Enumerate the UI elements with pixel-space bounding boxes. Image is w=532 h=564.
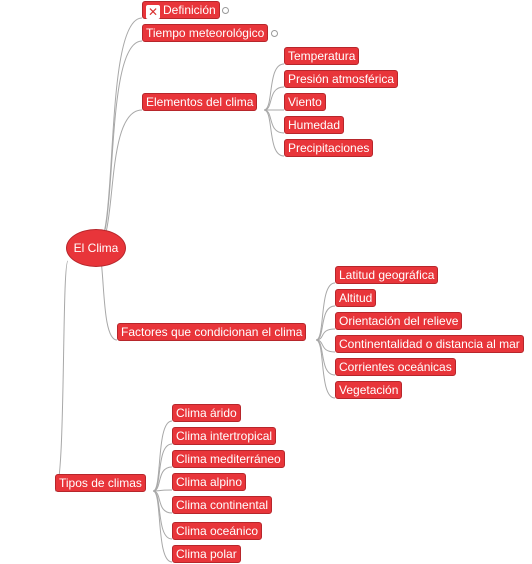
connector-line <box>315 328 336 341</box>
subtopic-clima-intertropical[interactable]: Clima intertropical <box>172 427 277 445</box>
subtopic-label: Clima oceánico <box>176 524 259 538</box>
connector-line <box>263 86 285 111</box>
x-icon: ✕ <box>146 5 160 19</box>
connector-line <box>315 339 336 376</box>
root-node[interactable]: El Clima <box>66 229 126 267</box>
subtopic-altitud[interactable]: Altitud <box>335 289 377 307</box>
subtopic-label: Humedad <box>288 118 341 132</box>
subtopic-label: Clima alpino <box>176 475 243 489</box>
subtopic-label: Latitud geográfica <box>339 268 435 282</box>
connector-line <box>263 63 285 111</box>
topic-factores[interactable]: Factores que condicionan el clima <box>117 323 307 341</box>
connector-line <box>95 109 143 248</box>
subtopic-label: Clima mediterráneo <box>176 452 281 466</box>
subtopic-latitud-geografica[interactable]: Latitud geográfica <box>335 266 439 284</box>
subtopic-clima-polar[interactable]: Clima polar <box>172 545 241 563</box>
subtopic-label: Altitud <box>339 291 373 305</box>
subtopic-label: Continentalidad o distancia al mar <box>339 337 520 351</box>
root-label: El Clima <box>73 241 119 255</box>
connector-line <box>152 466 173 492</box>
topic-elementos-del-clima[interactable]: Elementos del clima <box>142 93 258 111</box>
subtopic-label: Clima árido <box>176 406 237 420</box>
subtopic-vegetacion[interactable]: Vegetación <box>335 381 403 399</box>
subtopic-clima-oceanico[interactable]: Clima oceánico <box>172 522 263 540</box>
subtopic-presion-atmosferica[interactable]: Presión atmosférica <box>284 70 399 88</box>
subtopic-label: Orientación del relieve <box>339 314 459 328</box>
subtopic-label: Clima polar <box>176 547 237 561</box>
subtopic-viento[interactable]: Viento <box>284 93 326 111</box>
topic-tiempo-meteorologico[interactable]: Tiempo meteorológico <box>142 24 269 42</box>
subtopic-continentalidad[interactable]: Continentalidad o distancia al mar <box>335 335 524 353</box>
subtopic-clima-arido[interactable]: Clima árido <box>172 404 241 422</box>
subtopic-label: Viento <box>288 95 322 109</box>
topic-label: Definición <box>163 3 216 17</box>
subtopic-label: Presión atmosférica <box>288 72 395 86</box>
subtopic-label: Clima intertropical <box>176 429 273 443</box>
subtopic-label: Temperatura <box>288 49 356 63</box>
expand-dot[interactable] <box>222 7 229 14</box>
subtopic-corrientes-oceanicas[interactable]: Corrientes oceánicas <box>335 358 456 376</box>
subtopic-orientacion-del-relieve[interactable]: Orientación del relieve <box>335 312 463 330</box>
topic-label: Factores que condicionan el clima <box>121 325 303 339</box>
subtopic-clima-continental[interactable]: Clima continental <box>172 496 273 514</box>
connector-line <box>152 490 173 563</box>
subtopic-temperatura[interactable]: Temperatura <box>284 47 360 65</box>
subtopic-clima-mediterraneo[interactable]: Clima mediterráneo <box>172 450 285 468</box>
connector-line <box>263 109 285 157</box>
topic-label: Elementos del clima <box>146 95 254 109</box>
topic-label: Tiempo meteorológico <box>146 26 265 40</box>
subtopic-clima-alpino[interactable]: Clima alpino <box>172 473 247 491</box>
connector-line <box>263 109 285 134</box>
connector-line <box>54 260 69 492</box>
subtopic-humedad[interactable]: Humedad <box>284 116 345 134</box>
subtopic-label: Precipitaciones <box>288 141 370 155</box>
topic-tipos-de-climas[interactable]: Tipos de climas <box>55 474 146 492</box>
topic-label: Tipos de climas <box>59 476 142 490</box>
subtopic-precipitaciones[interactable]: Precipitaciones <box>284 139 374 157</box>
expand-dot[interactable] <box>271 30 278 37</box>
connector-line <box>152 490 173 540</box>
subtopic-label: Clima continental <box>176 498 269 512</box>
connector-line <box>152 443 173 492</box>
topic-definicion[interactable]: ✕Definición <box>142 1 220 19</box>
subtopic-label: Vegetación <box>339 383 399 397</box>
subtopic-label: Corrientes oceánicas <box>339 360 452 374</box>
connector-line <box>315 339 336 399</box>
connector-line <box>315 305 336 341</box>
connector-line <box>95 17 143 248</box>
